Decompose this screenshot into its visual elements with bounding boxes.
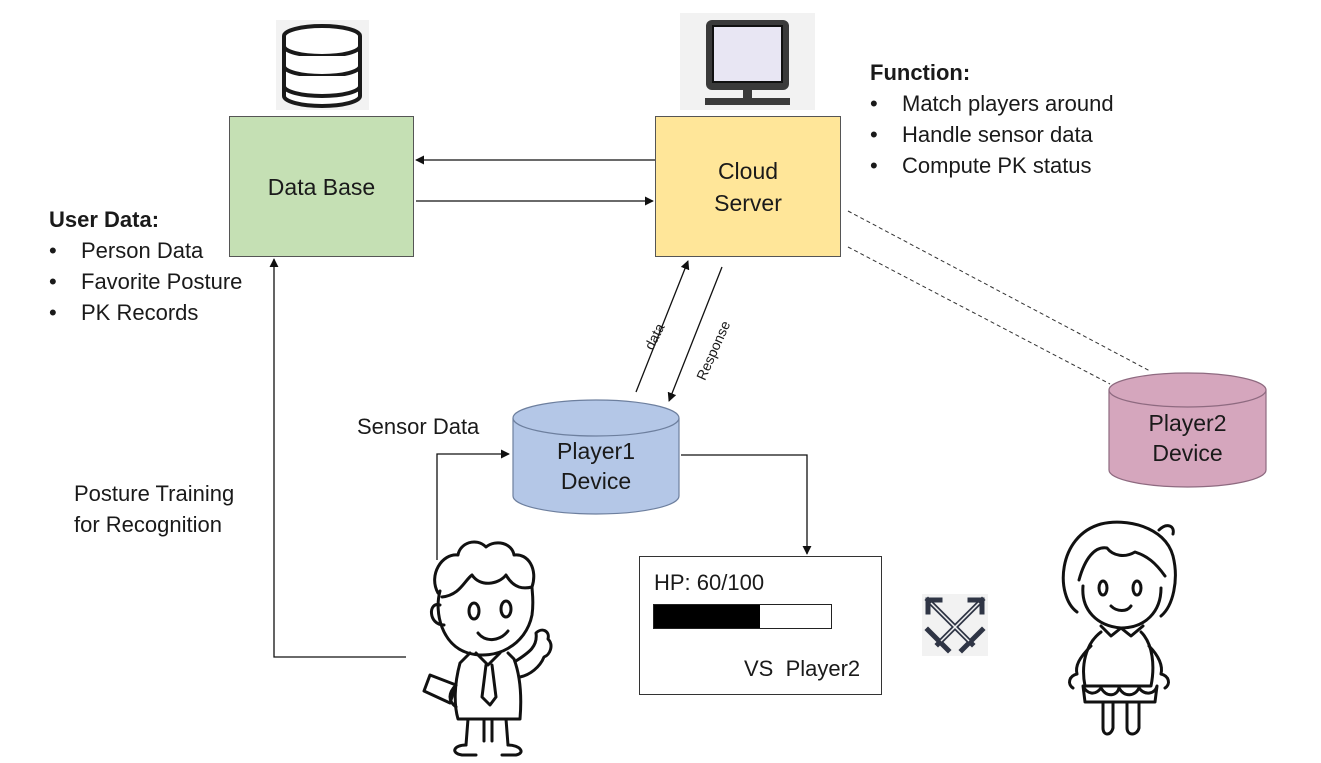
crossed-swords-icon bbox=[922, 594, 988, 656]
cloud-server-node-label: Cloud Server bbox=[714, 157, 782, 216]
user-data-item: Person Data bbox=[49, 235, 242, 266]
arrow-posture-training bbox=[269, 258, 406, 658]
vs-player-text: VS Player2 bbox=[744, 656, 861, 681]
hp-bar bbox=[653, 604, 832, 629]
player2-device-node: Player2 Device bbox=[1107, 370, 1268, 490]
function-item: Match players around bbox=[870, 88, 1114, 119]
dashed-link-cloud-player2-a bbox=[847, 210, 1151, 372]
hp-text: HP: 60/100 bbox=[654, 570, 765, 595]
database-node-label: Data Base bbox=[267, 173, 376, 200]
database-icon bbox=[282, 24, 362, 108]
arrow-sensor-data bbox=[436, 449, 510, 560]
hp-panel: HP: 60/100 VS Player2 bbox=[639, 556, 882, 695]
monitor-icon bbox=[705, 20, 790, 105]
function-item: Compute PK status bbox=[870, 150, 1114, 181]
sensor-data-label: Sensor Data bbox=[357, 414, 480, 439]
user-data-item: PK Records bbox=[49, 297, 242, 328]
user-data-info: User Data: Person Data Favorite Posture … bbox=[49, 204, 242, 328]
cloud-server-node: Cloud Server bbox=[655, 116, 841, 257]
hp-bar-fill bbox=[654, 605, 761, 628]
function-title: Function: bbox=[870, 60, 971, 85]
arrow-player1-data-to-cloud bbox=[635, 260, 690, 393]
player2-device-label: Player2 Device bbox=[1148, 410, 1227, 466]
arrow-device-to-hp-panel bbox=[681, 454, 812, 555]
user-data-item: Favorite Posture bbox=[49, 266, 242, 297]
posture-training-label: Posture Training for Recognition bbox=[74, 481, 235, 537]
function-info: Function: Match players around Handle se… bbox=[870, 57, 1114, 181]
function-item: Handle sensor data bbox=[870, 119, 1114, 150]
player1-device-label: Player1 Device bbox=[557, 438, 635, 494]
dashed-link-cloud-player2-b bbox=[847, 246, 1111, 385]
boy-player-icon bbox=[422, 540, 553, 757]
player1-device-node: Player1 Device bbox=[511, 398, 681, 518]
arrow-cloud-response-to-player1 bbox=[667, 266, 723, 402]
database-node: Data Base bbox=[229, 116, 414, 257]
girl-player-icon bbox=[1061, 520, 1177, 736]
user-data-title: User Data: bbox=[49, 207, 160, 232]
